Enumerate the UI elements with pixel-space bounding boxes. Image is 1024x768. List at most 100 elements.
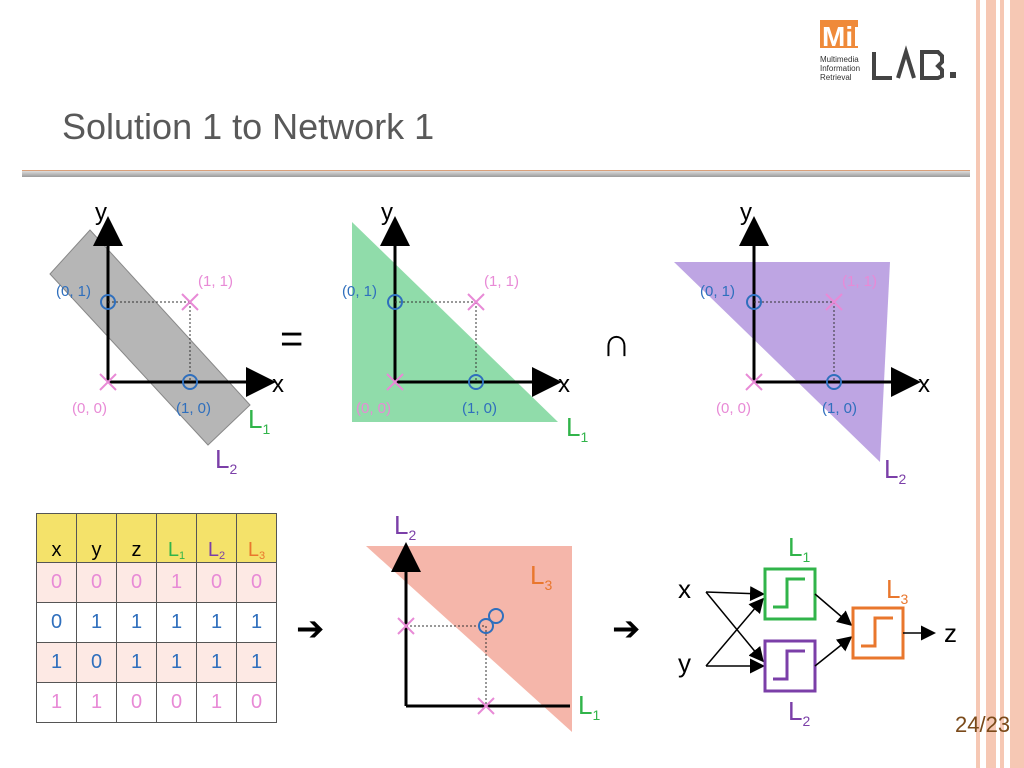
table-cell: 1 xyxy=(196,602,237,643)
table-cell: 1 xyxy=(76,602,117,643)
plot1-label-01: (0, 1) xyxy=(56,283,91,300)
table-cell: 1 xyxy=(196,682,237,723)
step-icon xyxy=(773,649,805,681)
network-L2-label: L2 xyxy=(788,696,810,729)
plot-1: y x (0, 1) (1, 1) (0, 0) (1, 0) L1 L2 xyxy=(49,199,284,477)
plot3-x-label: x xyxy=(918,371,930,398)
table-cell: 1 xyxy=(236,642,277,683)
table-cell: 1 xyxy=(36,682,77,723)
plot3-L2-halfplane xyxy=(674,262,890,462)
plot1-band xyxy=(49,229,251,446)
plot1-L2-label: L2 xyxy=(215,444,237,477)
plot1-label-11: (1, 1) xyxy=(198,273,233,290)
decorative-stripes xyxy=(976,0,1024,768)
plot4-L3-region xyxy=(366,546,572,732)
table-cell: 0 xyxy=(116,562,157,603)
plot2-label-00: (0, 0) xyxy=(356,400,391,417)
table-cell: 0 xyxy=(76,642,117,683)
network-L3-label: L3 xyxy=(886,574,908,607)
plot1-point-11-cross xyxy=(181,293,199,311)
plot4-L3-label: L3 xyxy=(530,560,552,593)
plot3-label-00: (0, 0) xyxy=(716,400,751,417)
network-input-y: y xyxy=(678,648,691,678)
plot1-label-10: (1, 0) xyxy=(176,400,211,417)
logo-line2: Information xyxy=(820,64,860,73)
plot3-label-10: (1, 0) xyxy=(822,400,857,417)
plot1-point-10-circle xyxy=(182,374,198,390)
plot1-y-label: y xyxy=(95,199,107,226)
plot1-x-label: x xyxy=(272,371,284,398)
network-L1-label: L1 xyxy=(788,532,810,565)
network-output-z: z xyxy=(944,618,957,648)
arrow-right-1: ➔ xyxy=(296,610,325,648)
table-cell: 1 xyxy=(156,602,197,643)
table-cell: 1 xyxy=(76,682,117,723)
arrow-right-2: ➔ xyxy=(612,610,641,648)
table-cell: 1 xyxy=(196,642,237,683)
plot-3: y x (0, 1) (1, 1) (0, 0) (1, 0) L2 xyxy=(674,199,930,487)
table-cell: 0 xyxy=(196,562,237,603)
header-z: z xyxy=(116,513,157,563)
table-cell: 1 xyxy=(156,562,197,603)
intersection-sign: ∩ xyxy=(602,321,631,365)
plot2-L1-halfplane xyxy=(352,222,558,422)
table-cell: 1 xyxy=(116,602,157,643)
plot4-L1-label: L1 xyxy=(578,690,600,723)
page-title: Solution 1 to Network 1 xyxy=(62,106,435,147)
plot1-point-00-cross xyxy=(99,373,117,391)
neuron-L1 xyxy=(763,567,817,621)
plot2-L1-label: L1 xyxy=(566,412,588,445)
table-cell: 1 xyxy=(36,642,77,683)
mirlab-logo: MiRLAB. Multimedia Information Retrieval xyxy=(820,20,956,82)
equals-sign: = xyxy=(280,317,303,361)
network-diagram: x y z L1 L2 L3 xyxy=(678,532,957,729)
neuron-L3 xyxy=(851,606,905,660)
plot3-L2-label: L2 xyxy=(884,454,906,487)
step-icon xyxy=(861,616,893,648)
logo-line3: Retrieval xyxy=(820,73,852,82)
table-cell: 0 xyxy=(116,682,157,723)
plot-2: y x (0, 1) (1, 1) (0, 0) (1, 0) L1 xyxy=(342,199,588,445)
header-y: y xyxy=(76,513,117,563)
title-divider xyxy=(22,170,970,177)
logo-mir-text: MiRLAB. xyxy=(822,21,939,52)
page-number: 24/23 xyxy=(955,712,1011,737)
header-x: x xyxy=(36,513,77,563)
neuron-L2 xyxy=(763,639,817,693)
plot3-label-01: (0, 1) xyxy=(700,283,735,300)
table-cell: 1 xyxy=(116,642,157,683)
plot2-label-11: (1, 1) xyxy=(484,273,519,290)
plot3-y-label: y xyxy=(740,199,752,226)
plot1-L1-label: L1 xyxy=(248,404,270,437)
plot3-label-11: (1, 1) xyxy=(842,273,877,290)
header-L2: L2 xyxy=(196,513,237,563)
logo-line1: Multimedia xyxy=(820,55,859,64)
plot2-label-10: (1, 0) xyxy=(462,400,497,417)
plot2-y-label: y xyxy=(381,199,393,226)
header-L3: L3 xyxy=(236,513,277,563)
plot-4: L2 L3 L1 xyxy=(366,510,600,732)
plot4-L2-label: L2 xyxy=(394,510,416,543)
table-header-row: x y z L1 L2 L3 xyxy=(36,513,277,563)
header-L1: L1 xyxy=(156,513,197,563)
plot2-label-01: (0, 1) xyxy=(342,283,377,300)
step-icon xyxy=(773,577,805,609)
table-cell: 0 xyxy=(76,562,117,603)
network-input-x: x xyxy=(678,574,691,604)
plot2-x-label: x xyxy=(558,371,570,398)
table-cell: 1 xyxy=(156,642,197,683)
plot1-label-00: (0, 0) xyxy=(72,400,107,417)
table-cell: 0 xyxy=(36,602,77,643)
table-cell: 0 xyxy=(236,562,277,603)
plot1-point-01-circle xyxy=(100,294,116,310)
table-cell: 1 xyxy=(236,602,277,643)
table-cell: 0 xyxy=(236,682,277,723)
table-cell: 0 xyxy=(156,682,197,723)
